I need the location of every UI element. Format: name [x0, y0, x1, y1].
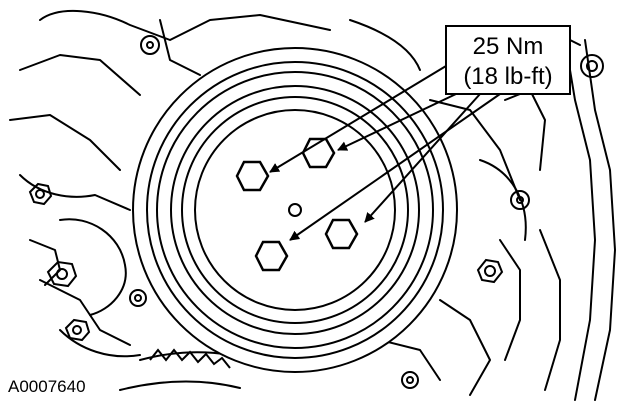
- pulley-bolt-4: [254, 240, 289, 272]
- pulley-bolts: [235, 137, 359, 272]
- crankshaft-pulley: [132, 47, 458, 373]
- background-bolts: [28, 35, 604, 389]
- torque-metric-text: 25 Nm: [473, 33, 544, 60]
- bolt-left-upper: [28, 182, 53, 206]
- bolt-top-left: [140, 35, 160, 55]
- callout-arrow-1: [269, 65, 447, 173]
- pulley-bolt-2: [301, 137, 336, 169]
- bolt-left-lower: [129, 289, 147, 307]
- bolt-top-right: [580, 54, 604, 78]
- bolt-bottom-left: [64, 318, 91, 342]
- callout-arrow-3: [364, 93, 481, 223]
- bolt-right-upper: [510, 190, 530, 210]
- bolt-bottom-right: [401, 371, 419, 389]
- torque-imperial-text: (18 lb-ft): [463, 63, 552, 90]
- pulley-center-hole: [288, 203, 302, 217]
- callout-arrows: [269, 65, 501, 241]
- torque-callout: 25 Nm (18 lb-ft): [445, 25, 571, 95]
- bolt-right-middle: [476, 258, 504, 284]
- torque-callout-box: [445, 25, 571, 95]
- figure-id-label: A0007640: [8, 377, 86, 396]
- callout-arrow-4: [289, 93, 501, 241]
- bolt-left-middle: [46, 260, 78, 288]
- gear-teeth: [149, 348, 231, 369]
- pulley-bolt-3: [324, 218, 359, 250]
- pulley-bolt-1: [235, 160, 270, 192]
- callout-arrow-2: [337, 93, 457, 151]
